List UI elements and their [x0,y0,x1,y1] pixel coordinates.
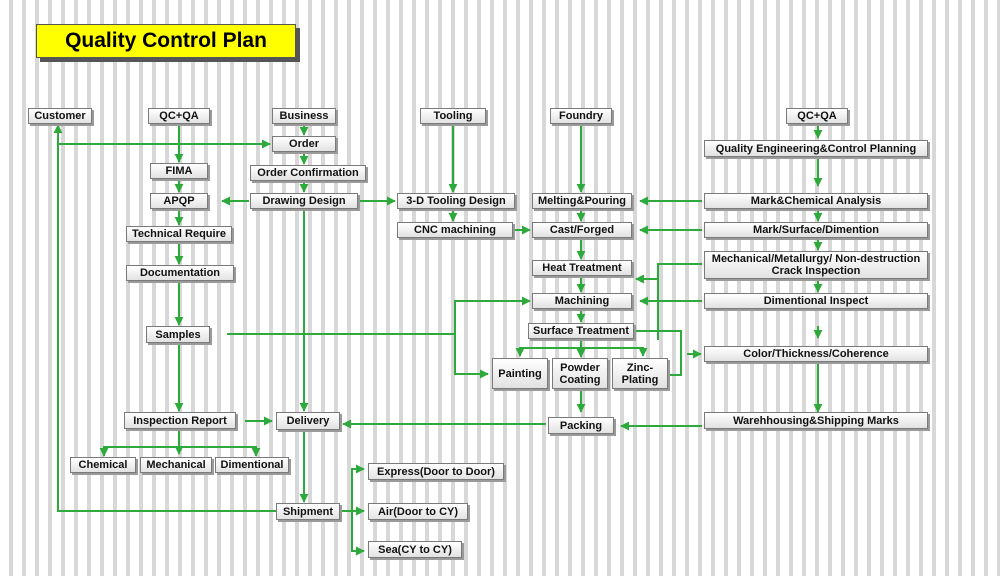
node-melting-pouring: Melting&Pouring [532,193,632,209]
node-mark-surface-dimention: Mark/Surface/Dimention [704,222,928,238]
node-drawing-design: Drawing Design [250,193,358,209]
node-packing: Packing [548,417,614,434]
node-business: Business [272,108,336,124]
node-foundry: Foundry [550,108,612,124]
node-quality-engineering: Quality Engineering&Control Planning [704,140,928,157]
node-powder-coating: Powder Coating [552,358,608,389]
connector [179,446,261,457]
connector [351,511,365,556]
node-surface-treatment: Surface Treatment [528,323,634,339]
node-tooling-design: 3-D Tooling Design [397,193,515,209]
node-qcqa-right: QC+QA [786,108,848,124]
node-heat-treatment: Heat Treatment [532,260,632,276]
connector [227,296,531,335]
node-order: Order [272,136,336,152]
node-cnc-machining: CNC machining [397,222,513,238]
connector [99,446,179,457]
node-express: Express(Door to Door) [368,463,504,480]
connector [53,124,278,512]
node-color-thickness-coherence: Color/Thickness/Coherence [704,346,928,362]
node-order-confirmation: Order Confirmation [250,165,366,181]
connector [454,334,489,379]
node-chemical: Chemical [70,457,136,473]
node-dimentional-inspect: Dimentional Inspect [704,293,928,309]
node-zinc-plating: Zinc-Plating [612,358,668,389]
connector [581,347,648,357]
node-apqp: APQP [150,193,208,209]
node-machining: Machining [532,293,632,309]
node-samples: Samples [146,326,210,343]
node-painting: Painting [492,358,548,389]
connector [515,347,581,357]
node-shipment: Shipment [276,503,340,520]
node-mechanical: Mechanical [140,457,212,473]
page-title: Quality Control Plan [36,24,296,58]
node-qcqa-left: QC+QA [148,108,210,124]
node-mark-chemical-analysis: Mark&Chemical Analysis [704,193,928,209]
node-tooling: Tooling [420,108,486,124]
node-inspection-report: Inspection Report [124,412,236,429]
node-sea: Sea(CY to CY) [368,541,462,558]
node-mechanical-metallurgy: Mechanical/Metallurgy/ Non-destruction C… [704,251,928,279]
node-documentation: Documentation [126,265,234,281]
node-customer: Customer [28,108,92,124]
node-warehousing-shipping-marks: Warehhousing&Shipping Marks [704,412,928,429]
connector [635,263,702,284]
node-delivery: Delivery [276,412,340,430]
node-dimentional: Dimentional [215,457,289,473]
node-fima: FIMA [150,163,208,179]
connector [351,464,365,511]
node-air: Air(Door to CY) [368,503,468,520]
node-technical-require: Technical Require [126,226,232,242]
node-cast-forged: Cast/Forged [532,222,632,238]
